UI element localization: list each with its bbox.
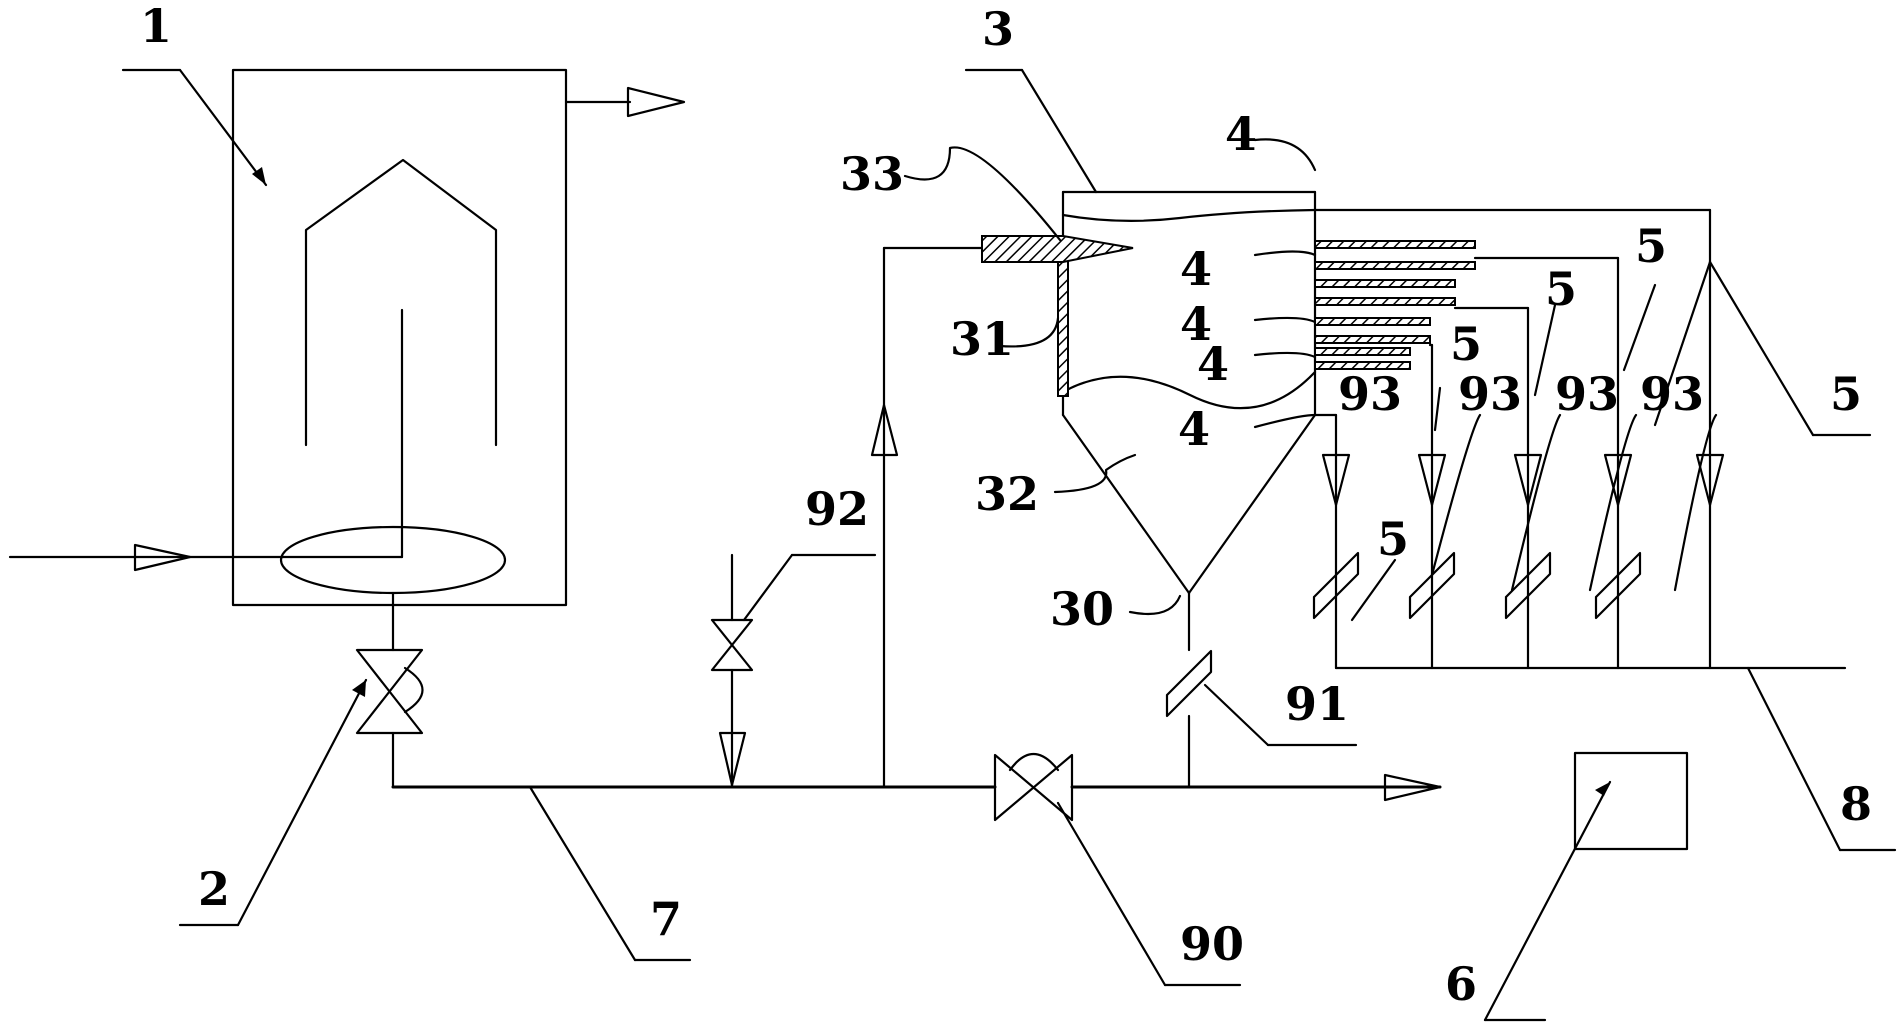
label-4c: 4 bbox=[1180, 297, 1212, 351]
label-4e: 4 bbox=[1178, 402, 1210, 456]
down-arrow bbox=[718, 731, 747, 787]
label-33: 33 bbox=[840, 147, 904, 201]
label-6: 6 bbox=[1445, 957, 1477, 1011]
label-90: 90 bbox=[1180, 917, 1244, 971]
label-93a: 93 bbox=[1338, 367, 1402, 421]
valve-90 bbox=[993, 753, 1074, 822]
label-5b: 5 bbox=[1545, 262, 1577, 316]
branch-lines-5 bbox=[1312, 208, 1847, 670]
label-4b: 4 bbox=[1180, 242, 1212, 296]
up-arrow bbox=[870, 403, 899, 457]
valve-91 bbox=[1165, 649, 1213, 789]
label-31: 31 bbox=[950, 312, 1014, 366]
leader-lines bbox=[121, 68, 1897, 1022]
reference-labels: 1 2 3 33 31 32 30 4 4 4 4 4 5 5 5 5 5 93… bbox=[140, 0, 1872, 1011]
label-93c: 93 bbox=[1555, 367, 1619, 421]
label-5a: 5 bbox=[1635, 219, 1667, 273]
separator-3 bbox=[981, 190, 1317, 652]
flow-arrow bbox=[1383, 773, 1442, 802]
inlet-arrow bbox=[133, 543, 192, 572]
label-7: 7 bbox=[650, 892, 682, 946]
tank-1 bbox=[8, 68, 686, 652]
outlet-arrow bbox=[626, 86, 686, 118]
valve-2 bbox=[355, 648, 424, 789]
label-93d: 93 bbox=[1640, 367, 1704, 421]
label-1: 1 bbox=[140, 0, 172, 53]
label-8: 8 bbox=[1840, 777, 1872, 831]
label-92: 92 bbox=[805, 482, 869, 536]
label-5d: 5 bbox=[1830, 367, 1862, 421]
label-2: 2 bbox=[198, 862, 230, 916]
label-91: 91 bbox=[1285, 677, 1349, 731]
label-4d: 4 bbox=[1197, 337, 1229, 391]
label-30: 30 bbox=[1050, 582, 1114, 636]
nozzle-33 bbox=[981, 235, 1134, 263]
main-pipeline-7 bbox=[391, 773, 1442, 802]
label-93b: 93 bbox=[1458, 367, 1522, 421]
label-32: 32 bbox=[975, 467, 1039, 521]
side-outlets-4 bbox=[1314, 240, 1476, 370]
label-5e: 5 bbox=[1377, 512, 1409, 566]
check-valves-93 bbox=[1312, 551, 1642, 620]
label-3: 3 bbox=[982, 2, 1014, 56]
box-6 bbox=[1573, 751, 1689, 851]
riser-pipe bbox=[870, 246, 984, 789]
label-4a: 4 bbox=[1225, 107, 1257, 161]
wall-31 bbox=[1057, 257, 1069, 397]
valve-92-branch bbox=[710, 553, 754, 789]
label-5c: 5 bbox=[1450, 317, 1482, 371]
